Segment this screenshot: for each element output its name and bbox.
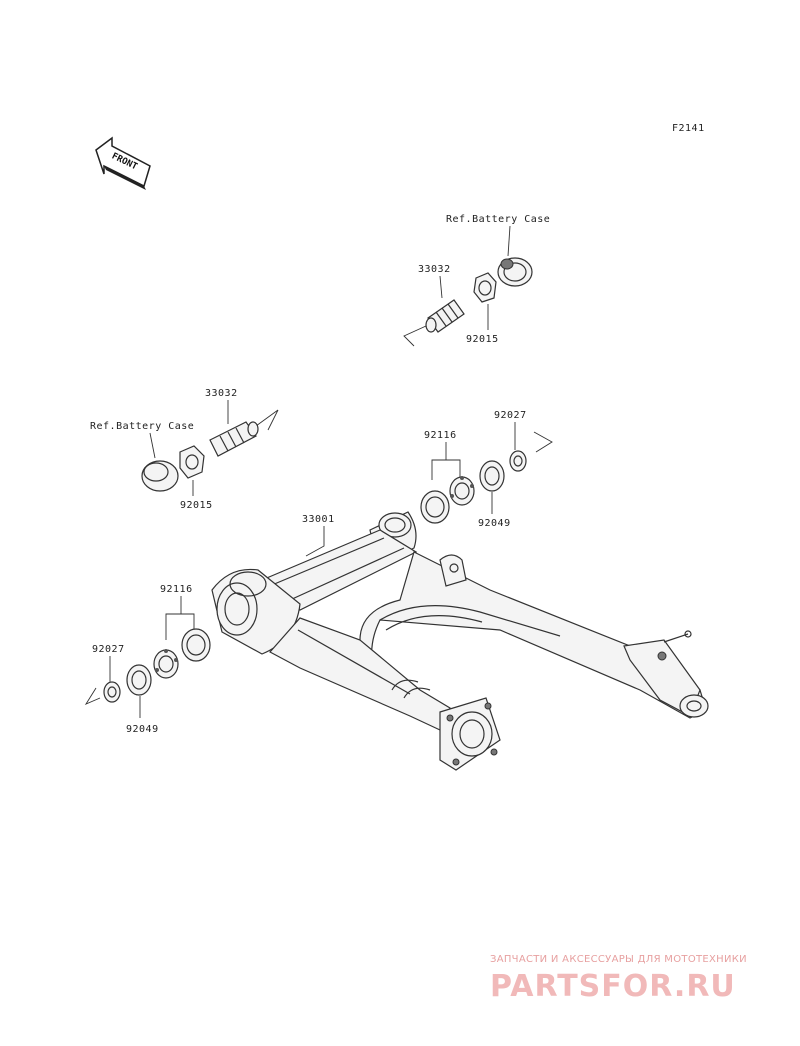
label-right-92049: 92049: [478, 518, 511, 529]
label-right-92027: 92027: [494, 410, 527, 421]
bearing-left: [153, 649, 179, 679]
figure-code: F2141: [672, 123, 705, 134]
dust-cap-top: [497, 257, 533, 287]
watermark: ЗАПЧАСТИ И АКСЕССУАРЫ ДЛЯ МОТОТЕХНИКИ PA…: [490, 954, 747, 1004]
label-swingarm-33001: 33001: [302, 514, 335, 525]
front-arrow-icon: FRONT: [95, 136, 151, 190]
nut-left: [179, 445, 205, 479]
label-left-92027: 92027: [92, 644, 125, 655]
seal-left: [103, 681, 121, 703]
label-left-ref-battery-case: Ref.Battery Case: [90, 421, 194, 432]
label-left-92015: 92015: [180, 500, 213, 511]
collar-left: [126, 664, 152, 696]
outer-race-left: [181, 628, 211, 662]
final-drive-flange: [439, 697, 501, 771]
label-right-92116: 92116: [424, 430, 457, 441]
watermark-tagline: ЗАПЧАСТИ И АКСЕССУАРЫ ДЛЯ МОТОТЕХНИКИ: [490, 954, 747, 965]
bearing-right: [449, 476, 475, 506]
pivot-shaft-top: [425, 299, 465, 333]
label-left-92116: 92116: [160, 584, 193, 595]
label-top-ref-battery-case: Ref.Battery Case: [446, 214, 550, 225]
swingarm: 33001: [211, 511, 709, 771]
left-axle-group: 33032 Ref.Battery Case 92015: [90, 388, 279, 511]
watermark-brand: PARTSFOR.RU: [490, 969, 736, 1004]
label-left-33032: 33032: [205, 388, 238, 399]
label-left-92049: 92049: [126, 724, 159, 735]
pivot-shaft-left: [209, 421, 259, 457]
rear-axle-mount: [623, 630, 709, 718]
left-bearing-group: 92116 92027 92049: [84, 584, 211, 735]
collar-right: [479, 460, 505, 492]
seal-right: [509, 450, 527, 472]
label-top-92015: 92015: [466, 334, 499, 345]
right-bearing-group: 92027 92116 92049: [420, 410, 553, 529]
nut-top: [473, 272, 497, 303]
top-axle-group: Ref.Battery Case 33032 92015: [403, 214, 550, 347]
dust-cap-left: [141, 460, 179, 492]
outer-race-right: [420, 490, 450, 524]
label-top-33032: 33032: [418, 264, 451, 275]
